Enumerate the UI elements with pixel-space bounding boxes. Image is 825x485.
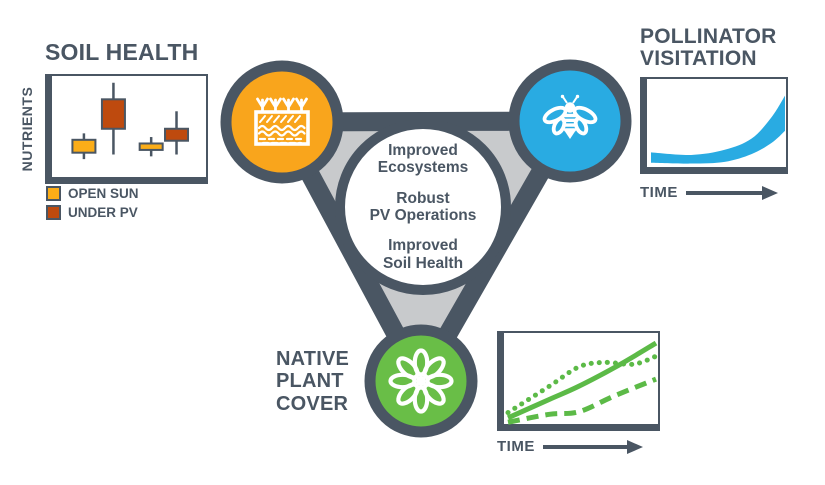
benefit-improved-soil-health: Improved Soil Health xyxy=(382,237,464,272)
legend-item-under-pv: UNDER PV xyxy=(46,205,139,220)
soil-legend: OPEN SUN UNDER PV xyxy=(46,186,139,220)
benefit-improved-ecosystems: Improved Ecosystems xyxy=(377,142,469,177)
boxplot-box xyxy=(164,127,190,142)
pollinator-growth-band xyxy=(651,95,785,164)
soil-layers-icon xyxy=(254,97,310,146)
pollinator-visitation-chart xyxy=(640,77,788,174)
native-plant-cover-title: NATIVE PLANT COVER xyxy=(276,348,350,415)
native-time-axis: TIME xyxy=(497,438,657,455)
under-pv-swatch xyxy=(46,205,61,220)
native-cover-line-dashed xyxy=(507,376,657,425)
time-arrow-icon xyxy=(685,185,778,200)
under-pv-label: UNDER PV xyxy=(68,205,138,220)
native-time-label: TIME xyxy=(497,438,535,455)
x-axis xyxy=(497,424,660,431)
native-cover-line-solid xyxy=(506,340,658,421)
y-axis xyxy=(497,331,504,431)
y-axis xyxy=(640,77,647,174)
soil-health-boxplot-chart xyxy=(45,74,208,184)
boxplot-box xyxy=(71,138,97,154)
native-cover-line-dotted xyxy=(505,353,659,416)
center-circle xyxy=(335,119,511,295)
chart-frame xyxy=(497,331,660,431)
pollinator-time-label: TIME xyxy=(640,184,678,201)
legend-item-open-sun: OPEN SUN xyxy=(46,186,139,201)
open-sun-label: OPEN SUN xyxy=(68,186,139,201)
time-arrow-icon xyxy=(542,439,643,454)
flower-icon xyxy=(388,348,454,414)
pollinator-time-axis: TIME xyxy=(640,184,788,201)
nutrients-axis-label: NUTRIENTS xyxy=(19,86,35,172)
x-axis xyxy=(45,177,208,184)
soil-health-title: SOIL HEALTH xyxy=(45,39,199,65)
bee-icon xyxy=(542,94,598,139)
pollinator-visitation-title: POLLINATOR VISITATION xyxy=(640,25,777,71)
benefit-robust-pv-operations: Robust PV Operations xyxy=(369,189,477,225)
y-axis xyxy=(45,74,52,184)
center-benefits-list: Improved Ecosystems Robust PV Operations… xyxy=(338,142,508,272)
open-sun-swatch xyxy=(46,186,61,201)
boxplot-box xyxy=(100,98,126,130)
x-axis xyxy=(640,167,788,174)
native-plant-cover-chart xyxy=(497,331,660,431)
boxplot-box xyxy=(138,142,164,151)
